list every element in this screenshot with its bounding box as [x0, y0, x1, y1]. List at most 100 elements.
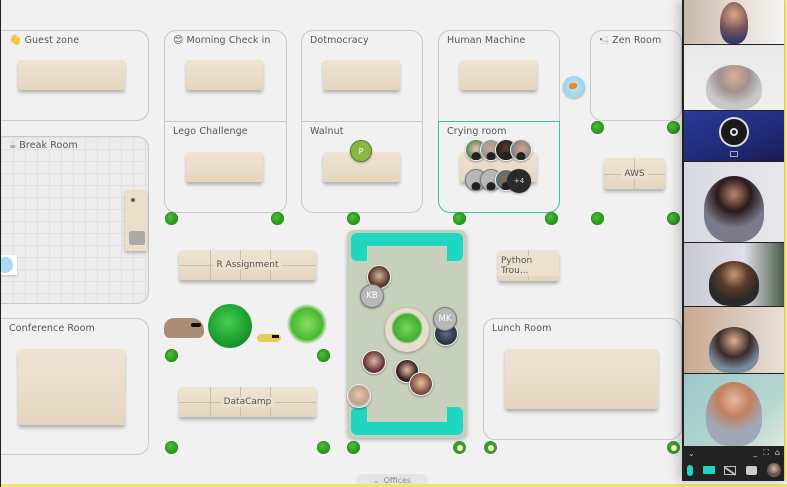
room-label: Conference Room	[9, 323, 95, 334]
obs-logo-icon	[719, 117, 749, 147]
table-label: Python Trou...	[498, 255, 559, 276]
bath-icon: 🛀	[599, 36, 610, 45]
participant-video	[706, 382, 762, 446]
tree-icon	[208, 304, 252, 348]
bush-icon	[165, 349, 178, 362]
home-icon[interactable]: ⌂	[774, 448, 780, 457]
table-aws[interactable]: AWS	[604, 158, 665, 189]
room-human-machine[interactable]: Human Machine	[438, 30, 560, 122]
table-python[interactable]: Python Trou...	[498, 250, 559, 281]
participant-video	[709, 327, 759, 373]
camera-off-icon	[730, 151, 738, 157]
bush-icon	[165, 212, 178, 225]
media-controls	[682, 461, 786, 479]
highlight-strip	[1, 484, 787, 487]
user-avatar[interactable]	[767, 463, 782, 477]
table-r-assignment[interactable]: R Assignment	[179, 250, 316, 280]
screen-share-tile[interactable]	[684, 111, 784, 161]
flower-pot-icon	[667, 441, 680, 454]
room-label: Human Machine	[447, 35, 526, 46]
room-lego-challenge[interactable]: Lego Challenge	[164, 121, 287, 213]
table[interactable]	[186, 152, 263, 182]
participant-video	[720, 2, 748, 44]
minimize-icon[interactable]: _	[753, 448, 758, 457]
room-label: 😊Morning Check in	[173, 35, 271, 46]
avatar-kb[interactable]: KB	[360, 284, 384, 308]
table[interactable]	[18, 349, 125, 425]
chevron-down-icon: ⌄	[372, 475, 380, 485]
bush-icon	[591, 121, 604, 134]
participant-video	[709, 261, 759, 306]
bush-icon	[453, 212, 466, 225]
cat-icon	[257, 334, 281, 342]
sofa-top	[351, 233, 463, 262]
coffee-machine-icon	[129, 231, 145, 245]
potted-plant-icon	[385, 308, 429, 352]
collapse-icon[interactable]: ⌄	[688, 448, 695, 458]
room-walnut[interactable]: Walnut P	[301, 121, 423, 213]
video-panel-header: ⌄ _ ⛶ ⌂	[682, 447, 786, 459]
microphone-icon[interactable]	[686, 464, 693, 476]
bush-icon	[667, 121, 680, 134]
room-guest-zone[interactable]: 👋Guest zone	[1, 30, 149, 121]
water-cooler-icon	[1, 255, 17, 275]
palm-plant-icon	[287, 304, 327, 344]
waving-hand-icon: 👋	[9, 35, 22, 46]
room-label: Walnut	[310, 126, 344, 137]
avatar[interactable]	[347, 384, 371, 408]
video-tile[interactable]	[684, 45, 784, 110]
table-label: DataCamp	[220, 397, 275, 407]
table[interactable]	[186, 60, 263, 90]
room-morning-check-in[interactable]: 😊Morning Check in	[164, 30, 287, 122]
video-tile[interactable]	[684, 243, 784, 306]
avatar[interactable]	[409, 372, 433, 396]
room-label: ☕Break Room	[9, 140, 78, 151]
chat-icon[interactable]	[746, 465, 758, 475]
table[interactable]	[460, 60, 537, 90]
room-zen-room[interactable]: 🛀Zen Room	[590, 30, 682, 121]
avatar-mk[interactable]: MK	[433, 307, 457, 331]
coffee-icon: ☕	[9, 141, 17, 150]
room-dotmocracy[interactable]: Dotmocracy	[301, 30, 423, 122]
video-tile[interactable]	[684, 307, 784, 373]
bush-icon	[667, 212, 680, 225]
avatar[interactable]	[510, 139, 532, 161]
fullscreen-icon[interactable]: ⛶	[763, 448, 769, 457]
table-datacamp[interactable]: DataCamp	[179, 387, 316, 417]
offices-label: Offices	[383, 476, 412, 485]
room-crying-room[interactable]: Crying room +4	[438, 121, 560, 213]
fishbowl-icon	[563, 76, 585, 98]
more-participants-badge[interactable]: +4	[507, 169, 531, 193]
room-label: 👋Guest zone	[9, 35, 80, 46]
room-break-room[interactable]: ☕Break Room	[1, 136, 149, 304]
offices-toggle-button[interactable]: ⌄ Offices	[356, 474, 428, 487]
sofa-bottom	[351, 406, 463, 435]
table[interactable]	[505, 349, 658, 409]
video-tile[interactable]	[684, 374, 784, 446]
bush-icon	[165, 441, 178, 454]
avatar-p[interactable]: P	[350, 140, 372, 162]
bush-icon	[317, 349, 330, 362]
participant-video	[704, 176, 764, 242]
avatar[interactable]	[362, 350, 386, 374]
room-label: Lunch Room	[492, 323, 552, 334]
smiley-icon: 😊	[173, 35, 184, 46]
table[interactable]	[18, 60, 125, 90]
table-label: R Assignment	[213, 260, 282, 270]
video-panel[interactable]: ⌄ _ ⛶ ⌂	[682, 0, 786, 481]
room-label: Crying room	[447, 126, 507, 137]
room-conference-room[interactable]: Conference Room	[1, 318, 149, 455]
room-label: 🛀Zen Room	[599, 35, 662, 46]
video-tile[interactable]	[684, 0, 784, 44]
bush-icon	[271, 212, 284, 225]
room-lunch-room[interactable]: Lunch Room	[483, 318, 682, 440]
bush-icon	[317, 441, 330, 454]
lounge-area[interactable]: KB MK	[347, 230, 467, 438]
video-tile[interactable]	[684, 162, 784, 242]
camera-icon[interactable]	[702, 466, 715, 474]
screen-share-off-icon[interactable]	[724, 465, 737, 475]
dog-icon	[164, 318, 204, 338]
table[interactable]	[323, 60, 400, 90]
room-label: Dotmocracy	[310, 35, 369, 46]
